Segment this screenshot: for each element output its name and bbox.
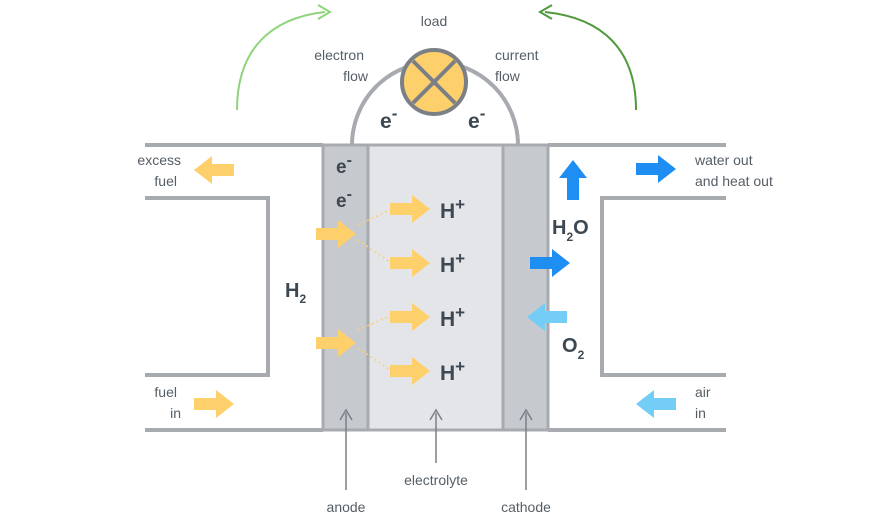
cathode-layer [501, 143, 550, 432]
electrolyte-layer [366, 143, 505, 432]
anode-label: anode [327, 499, 366, 515]
electron-flow-label-line1: electron [314, 47, 364, 63]
water-label: H2O [552, 217, 589, 244]
fuel-in-arrow-icon [194, 390, 234, 418]
excess-fuel-label-line1: excess [137, 152, 181, 168]
fuel-channel [145, 143, 323, 432]
excess-fuel-label-line2: fuel [154, 173, 177, 189]
anode-layer [321, 143, 370, 432]
water-out-label-line2: and heat out [695, 173, 773, 189]
pointer-lines [339, 408, 533, 490]
proton-2: H+ [440, 249, 465, 277]
proton-1: H+ [440, 195, 465, 223]
water-up-arrow-icon [559, 160, 587, 200]
proton-arrow-1-icon [390, 195, 430, 223]
water-out-arrow-icon [636, 155, 676, 183]
electron-wire-left: e- [380, 104, 397, 133]
current-flow-label-line1: current [495, 47, 539, 63]
load-lamp-icon [400, 48, 468, 116]
oxygen-arrow-icon [527, 303, 567, 331]
dotted-connectors [357, 209, 391, 371]
electron-wire-right: e- [468, 104, 485, 133]
air-in-label-line1: air [695, 384, 711, 400]
hydrogen-label: H2 [285, 280, 306, 306]
air-in-label-line2: in [695, 405, 706, 421]
electron-flow-arrow-icon [236, 4, 332, 111]
proton-3: H+ [440, 303, 465, 331]
oxygen-label: O2 [562, 335, 585, 362]
fuel-in-label-line1: fuel [154, 384, 177, 400]
fuel-in-label-line2: in [170, 405, 181, 421]
excess-fuel-arrow-icon [194, 156, 234, 184]
water-right-arrow-icon [530, 249, 570, 277]
air-channel [548, 143, 726, 432]
cathode-label: cathode [501, 499, 551, 515]
electron-anode-1: e- [336, 152, 352, 178]
h2-arrow-bottom-icon [316, 329, 356, 357]
water-out-label-line1: water out [694, 152, 753, 168]
current-flow-arrow-icon [538, 4, 637, 111]
h2-arrow-top-icon [316, 220, 356, 248]
proton-arrow-2-icon [390, 249, 430, 277]
electron-flow-label-line2: flow [343, 68, 369, 84]
proton-4: H+ [440, 357, 465, 385]
electrolyte-label: electrolyte [404, 472, 468, 488]
electron-anode-2: e- [336, 186, 352, 212]
current-flow-label-line2: flow [495, 68, 521, 84]
air-in-arrow-icon [636, 390, 676, 418]
proton-arrow-3-icon [390, 303, 430, 331]
load-label: load [421, 13, 447, 29]
proton-arrow-4-icon [390, 357, 430, 385]
